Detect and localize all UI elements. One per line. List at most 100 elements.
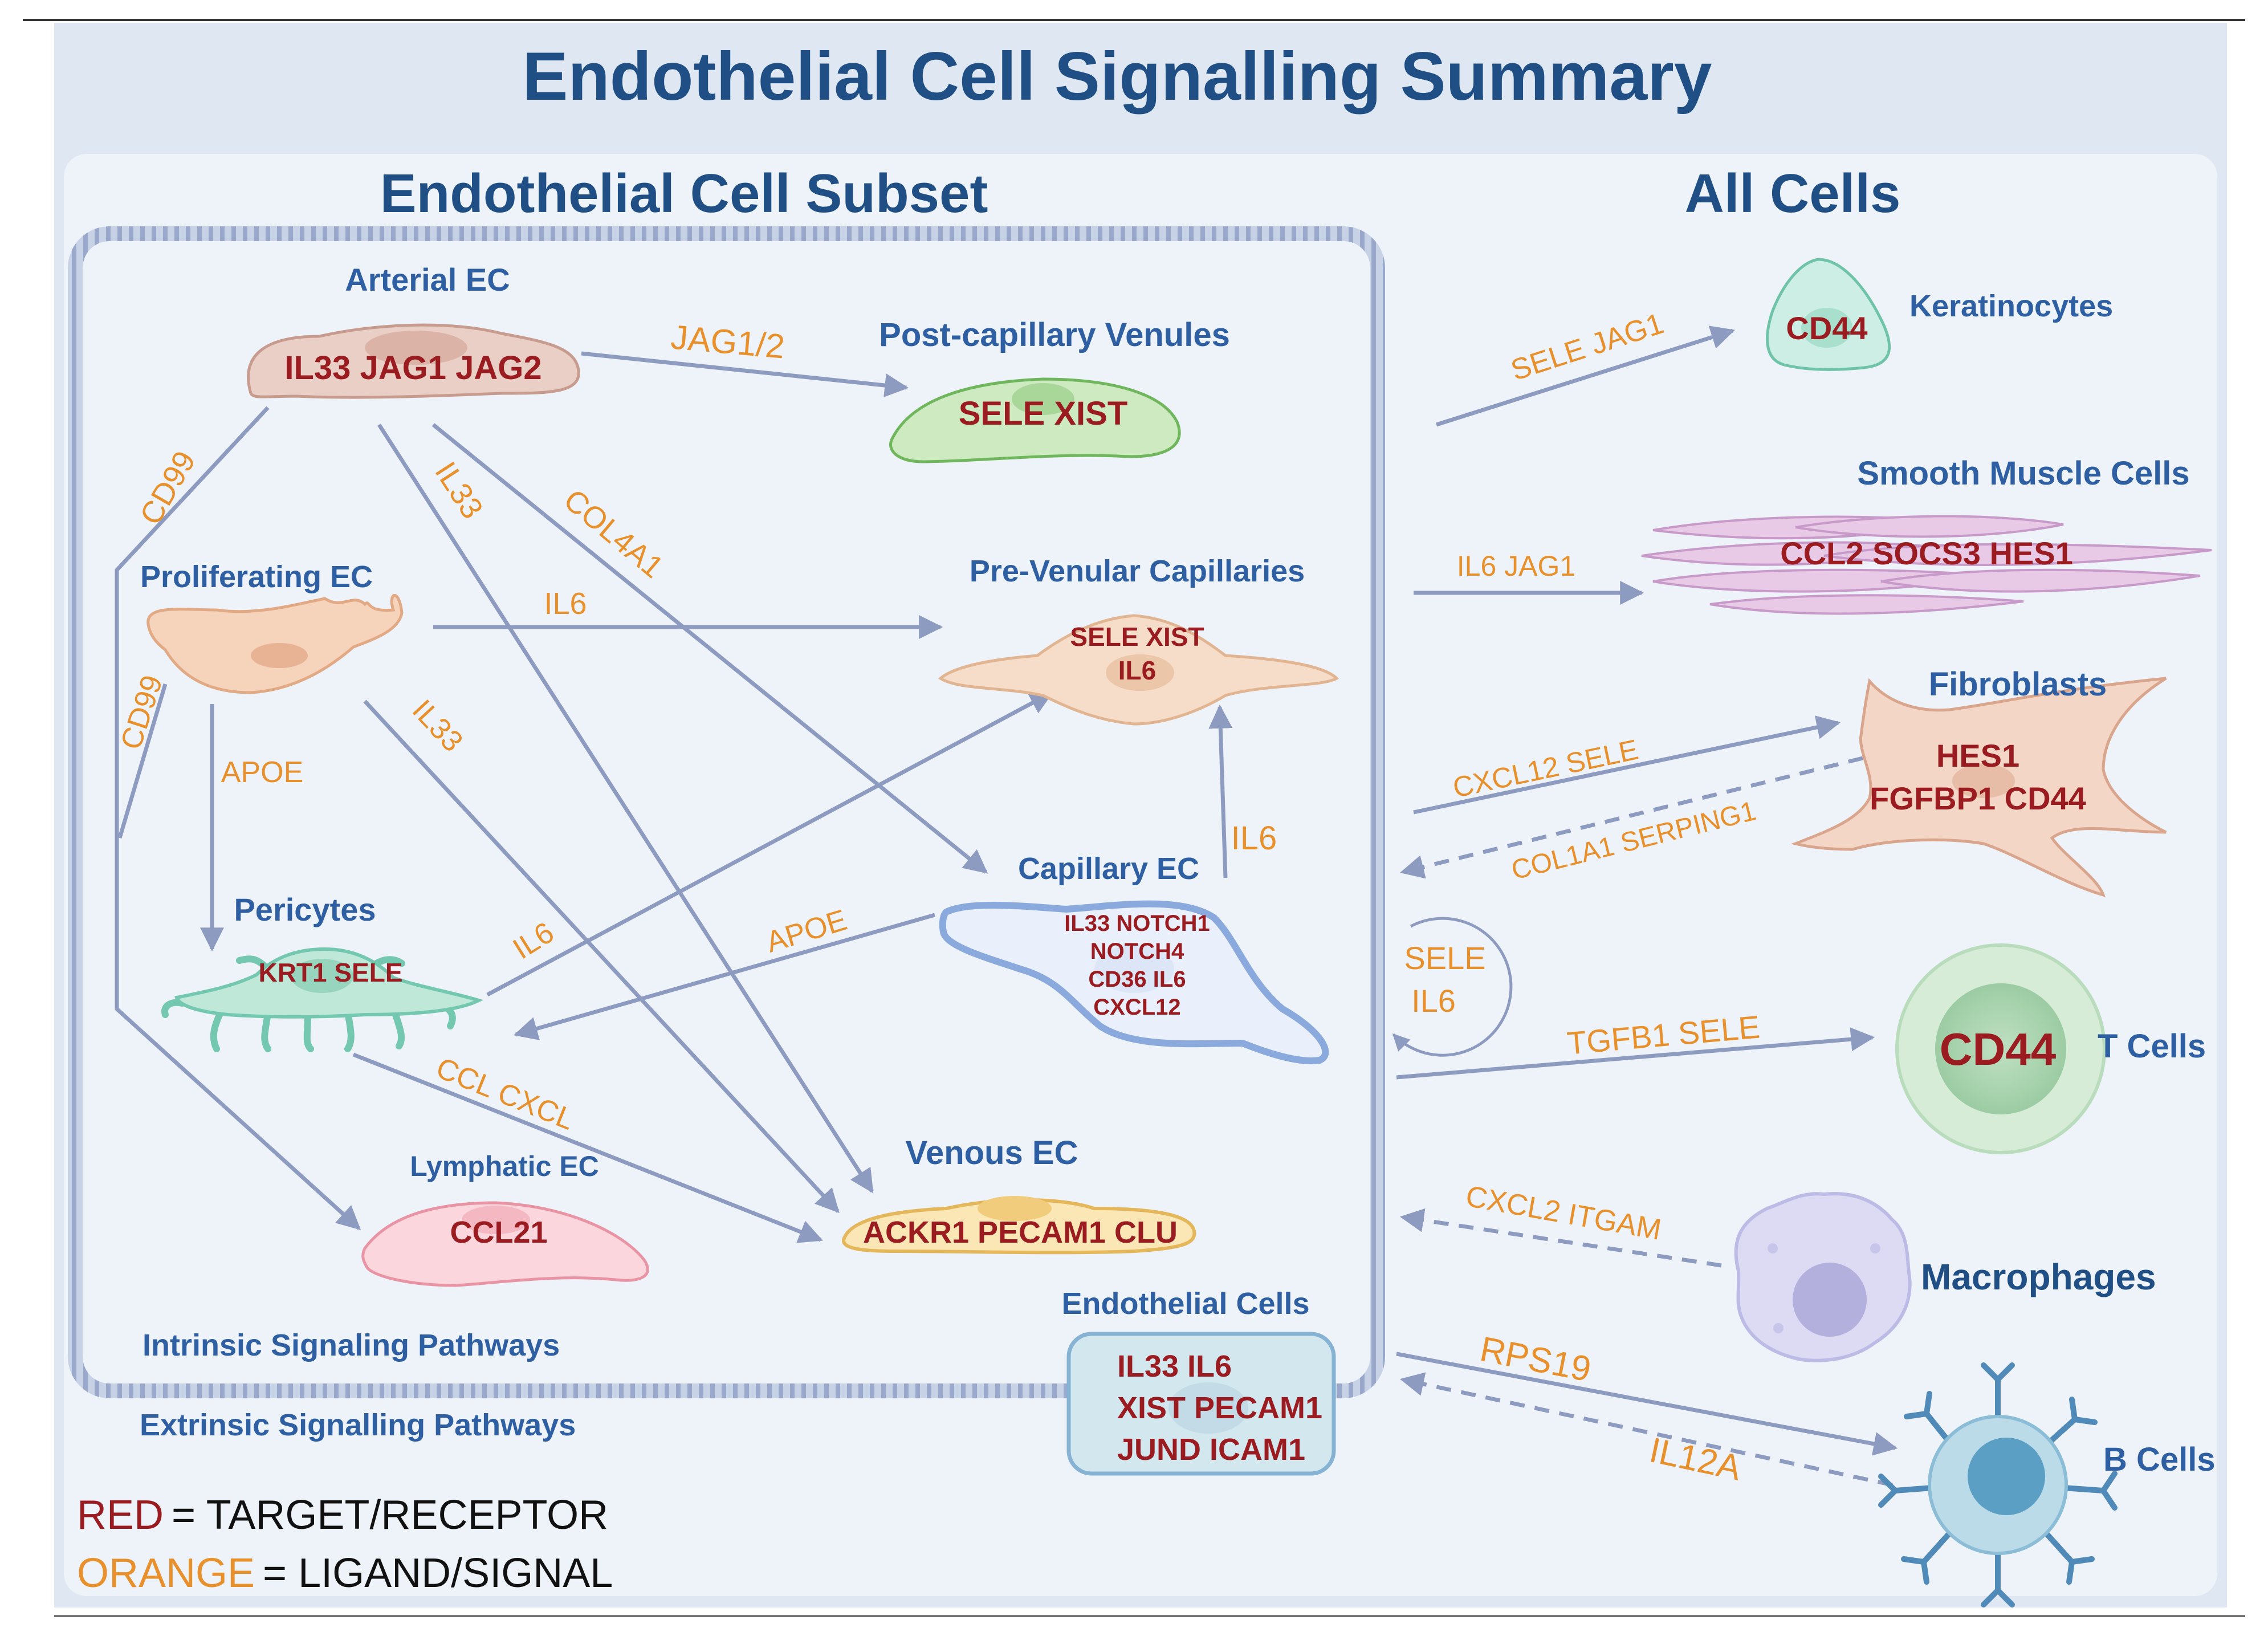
venous-nucleus — [978, 1196, 1052, 1221]
arrow-capillary-pericytes — [513, 913, 935, 1040]
macrophage-granule-3 — [1773, 1323, 1784, 1333]
fibroblasts-target-2: FGFBP1 CD44 — [1870, 780, 2086, 816]
prevenular-label: Pre-Venular Capillaries — [970, 554, 1305, 588]
ligand-il6-jag1: IL6 JAG1 — [1457, 550, 1575, 582]
capillary-target-2: NOTCH4 — [1090, 939, 1184, 964]
arrow-to-fibroblasts — [1413, 715, 1841, 815]
legend-red-word: RED — [77, 1492, 164, 1538]
ligand-apoe-a: APOE — [221, 756, 304, 789]
arrow-arterial-postcap — [581, 351, 909, 397]
post-capillary-venules: Post-capillary Venules SELE XIST — [879, 316, 1230, 463]
fibroblasts: Fibroblasts HES1 FGFBP1 CD44 — [1790, 666, 2167, 897]
arrow-prolif-venous — [363, 699, 840, 1214]
capillary-ec: Capillary EC IL33 NOTCH1 NOTCH4 CD36 IL6… — [939, 852, 1329, 1064]
prolif-nucleus — [251, 643, 308, 668]
arterial-ec-label: Arterial EC — [345, 262, 510, 298]
capillary-target-3: CD36 IL6 — [1088, 967, 1186, 992]
keratinocytes-targets: CD44 — [1786, 310, 1867, 346]
fibroblasts-target-1: HES1 — [1936, 738, 2019, 774]
prevenular-targets-1: SELE XIST — [1070, 622, 1204, 652]
lymphatic-nucleus — [462, 1206, 530, 1234]
arrow-to-tcells — [1396, 1027, 1875, 1080]
pericytes-nucleus — [291, 959, 353, 993]
venous-targets: ACKR1 PECAM1 CLU — [863, 1215, 1178, 1250]
fibroblasts-label: Fibroblasts — [1929, 666, 2107, 703]
bcell-nucleus — [1968, 1438, 2045, 1515]
bcell-label: B Cells — [2103, 1441, 2216, 1478]
postcap-targets: SELE XIST — [959, 395, 1128, 432]
keratinocytes-nucleus — [1801, 308, 1852, 348]
endothelial-target-3: JUND ICAM1 — [1117, 1432, 1305, 1467]
t-cells: CD44 T Cells — [1895, 943, 2206, 1154]
tcell-inner — [1935, 983, 2066, 1114]
arterial-ec-nucleus — [365, 331, 467, 365]
lymphatic-label: Lymphatic EC — [410, 1150, 599, 1182]
ligand-il6-cap: IL6 — [1231, 820, 1277, 857]
pre-venular-capillaries: Pre-Venular Capillaries SELE XIST IL6 — [938, 554, 1339, 726]
ligand-self-il6: IL6 — [1411, 983, 1456, 1019]
pericytes-label: Pericytes — [234, 892, 376, 927]
all-cells-heading: All Cells — [1685, 163, 1901, 224]
b-cells: B Cells — [1878, 1362, 2216, 1607]
page-title: Endothelial Cell Signalling Summary — [522, 38, 1712, 115]
tcell-label: T Cells — [2098, 1028, 2206, 1065]
self-loop-capillary — [1392, 917, 1513, 1057]
fibroblasts-nucleus — [1952, 764, 2015, 798]
keratinocytes: CD44 Keratinocytes — [1766, 258, 2113, 371]
arrow-to-bcells — [1396, 1352, 1898, 1456]
pericytes-targets: KRT1 SELE — [258, 958, 402, 987]
capillary-label: Capillary EC — [1018, 852, 1199, 886]
intrinsic-pathways-label: Intrinsic Signaling Pathways — [142, 1328, 560, 1362]
legend-orange: ORANGE= LIGAND/SIGNAL — [77, 1550, 613, 1596]
macrophage-nucleus — [1793, 1263, 1867, 1337]
smooth-muscle-targets: CCL2 SOCS3 HES1 — [1780, 535, 2073, 571]
prevenular-targets-2: IL6 — [1118, 656, 1156, 685]
smooth-muscle-cells: Smooth Muscle Cells CCL2 SOCS3 HES1 — [1641, 455, 2212, 615]
pericytes: Pericytes KRT1 SELE — [161, 892, 484, 1052]
postcap-label: Post-capillary Venules — [879, 316, 1230, 353]
arrow-pericytes-prevenular — [486, 690, 1054, 997]
capillary-nucleus — [1094, 945, 1174, 993]
macrophages: Macrophages — [1734, 1192, 2156, 1362]
arterial-ec-targets: IL33 JAG1 JAG2 — [284, 349, 541, 386]
arrows — [115, 325, 1898, 1487]
arrow-arterial-venous — [377, 424, 874, 1194]
proliferating-ec: Proliferating EC — [140, 560, 404, 694]
legend-red: RED= TARGET/RECEPTOR — [77, 1492, 608, 1538]
venous-label: Venous EC — [906, 1134, 1078, 1171]
venous-ec: Venous EC ACKR1 PECAM1 CLU — [842, 1134, 1196, 1255]
subset-heading: Endothelial Cell Subset — [380, 163, 988, 224]
line-cd99-b — [117, 683, 168, 839]
macrophage-granule-2 — [1870, 1243, 1880, 1254]
arrow-from-fibroblasts — [1399, 756, 1863, 879]
venous-shape — [842, 1198, 1196, 1255]
arrow-arterial-capillary — [431, 423, 988, 874]
lymphatic-targets: CCL21 — [450, 1215, 547, 1250]
arrow-to-keratinocytes — [1435, 325, 1736, 427]
subset-boundary — [68, 226, 1385, 1398]
legend-orange-word: ORANGE — [77, 1550, 255, 1596]
endothelial-target-2: XIST PECAM1 — [1117, 1391, 1322, 1425]
prevenular-nucleus — [1106, 654, 1174, 691]
keratinocytes-label: Keratinocytes — [1909, 289, 2113, 323]
endothelial-label: Endothelial Cells — [1061, 1287, 1309, 1321]
legend-red-text: = TARGET/RECEPTOR — [172, 1492, 608, 1538]
capillary-target-1: IL33 NOTCH1 — [1064, 911, 1210, 936]
extrinsic-pathways-label: Extrinsic Signalling Pathways — [140, 1408, 576, 1442]
arrow-from-macrophages — [1399, 1208, 1722, 1268]
arrow-pericytes-venous — [352, 1052, 823, 1243]
arrow-arterial-lymphatic — [115, 406, 361, 1230]
prolif-label: Proliferating EC — [140, 560, 373, 594]
endothelial-nucleus — [1168, 1382, 1248, 1434]
endothelial-target-1: IL33 IL6 — [1117, 1349, 1232, 1383]
postcap-shape — [889, 377, 1181, 463]
arrow-from-bcells — [1399, 1372, 1893, 1487]
lymphatic-shape — [361, 1201, 649, 1287]
capillary-target-4: CXCL12 — [1093, 995, 1180, 1020]
arrow-capillary-prevenular — [1208, 704, 1233, 878]
legend-orange-text: = LIGAND/SIGNAL — [263, 1550, 613, 1596]
tcell-targets: CD44 — [1940, 1024, 2057, 1075]
macrophage-label: Macrophages — [1921, 1256, 2156, 1297]
postcap-nucleus — [1012, 383, 1074, 415]
